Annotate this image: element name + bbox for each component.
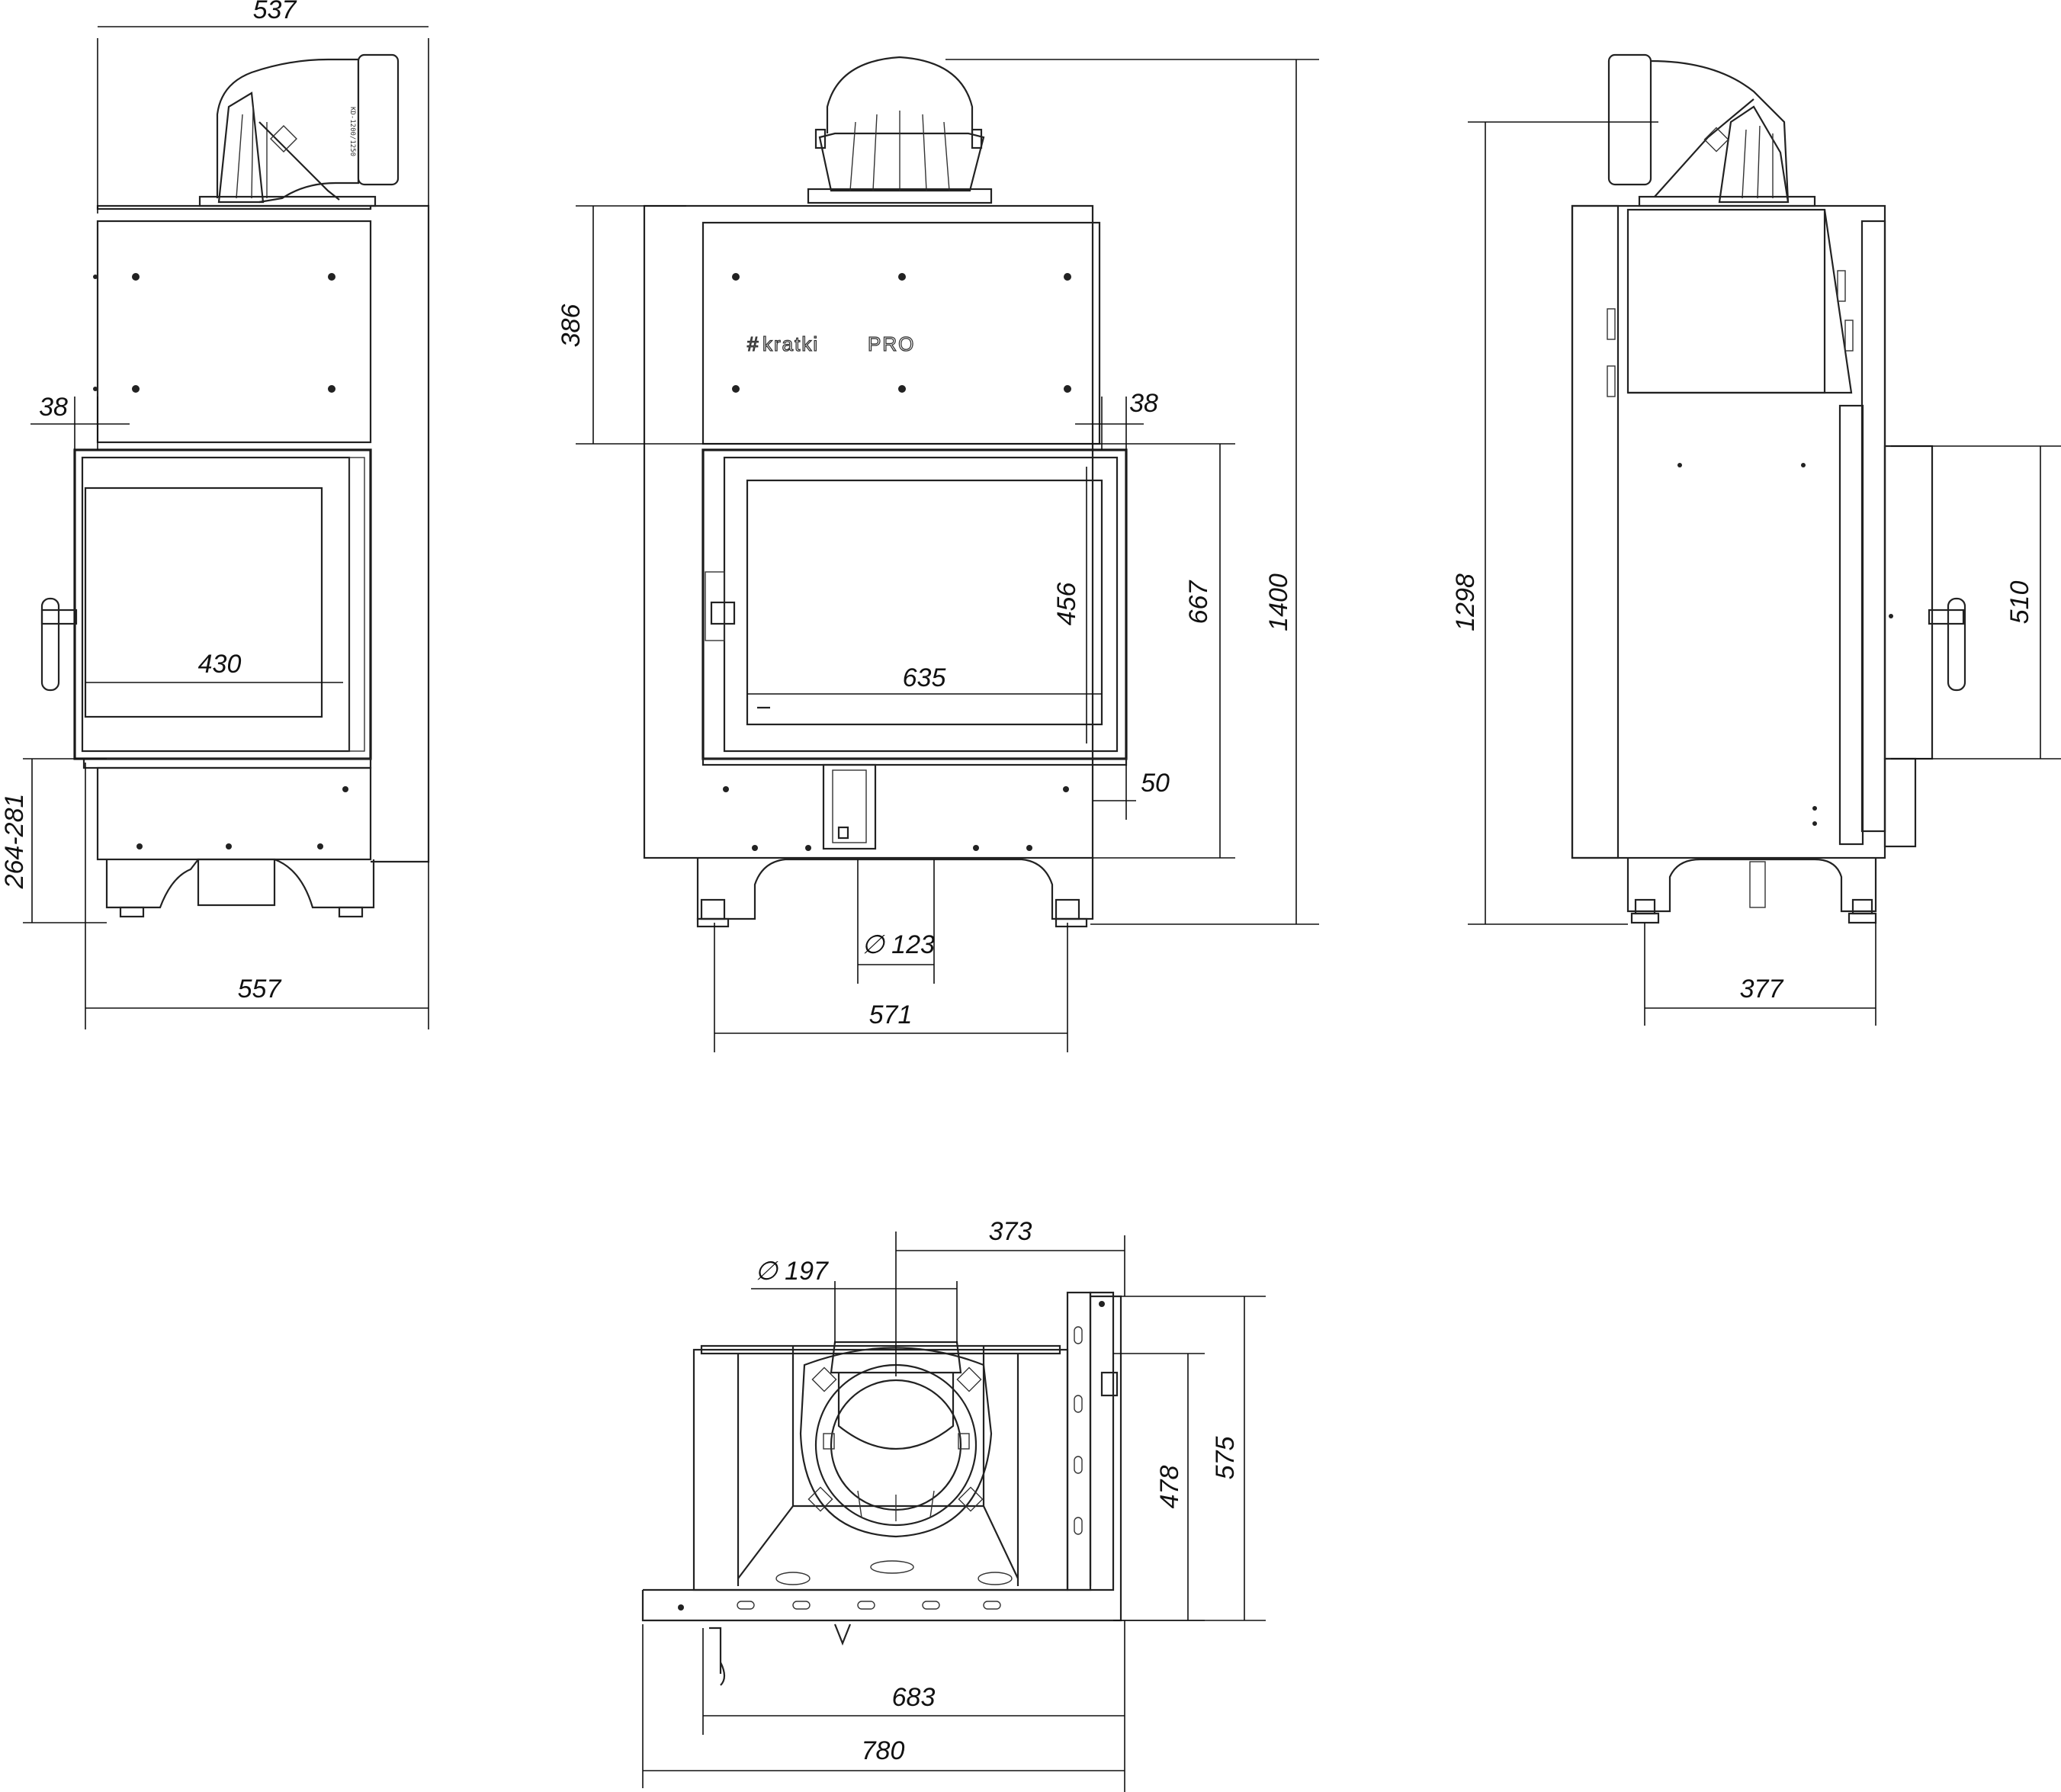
dim-557: 557 xyxy=(238,975,282,1004)
dim-50: 50 xyxy=(1141,769,1170,798)
dim-635: 635 xyxy=(903,663,946,692)
logo-text: kratki xyxy=(762,332,819,355)
svg-text:#: # xyxy=(747,332,759,355)
dim-571: 571 xyxy=(869,1000,913,1029)
left-side-view: KD-1200/1250 537 38 43 xyxy=(0,0,430,1029)
dim-537: 537 xyxy=(253,0,297,24)
dim-38-right: 38 xyxy=(1129,389,1158,418)
dim-478: 478 xyxy=(1155,1466,1184,1509)
dim-1298: 1298 xyxy=(1451,573,1480,631)
dim-456: 456 xyxy=(1052,583,1081,626)
top-view: 373 ∅ 197 575 478 683 780 xyxy=(641,1217,1266,1792)
dim-diameter-197: ∅ 197 xyxy=(755,1257,829,1286)
front-view: # kratki PRO 1400 386 667 38 xyxy=(557,56,1319,1052)
dim-1400: 1400 xyxy=(1264,573,1293,631)
dim-683: 683 xyxy=(892,1683,936,1712)
dim-377: 377 xyxy=(1740,975,1784,1004)
logo-suffix: PRO xyxy=(868,332,915,355)
dim-575: 575 xyxy=(1211,1437,1240,1480)
flue-marking: KD-1200/1250 xyxy=(348,107,356,156)
dim-510: 510 xyxy=(2005,581,2034,625)
right-side-view: 1298 510 377 xyxy=(1451,53,2061,1026)
dim-667: 667 xyxy=(1184,580,1213,625)
dim-386: 386 xyxy=(557,304,586,348)
dim-780: 780 xyxy=(862,1736,905,1765)
dim-38-left: 38 xyxy=(39,393,68,422)
dim-diameter-123: ∅ 123 xyxy=(862,930,935,959)
dim-264-281: 264-281 xyxy=(0,794,29,890)
dim-373: 373 xyxy=(989,1217,1032,1246)
brand-logo: # kratki PRO xyxy=(746,332,915,355)
dim-430: 430 xyxy=(198,650,242,679)
